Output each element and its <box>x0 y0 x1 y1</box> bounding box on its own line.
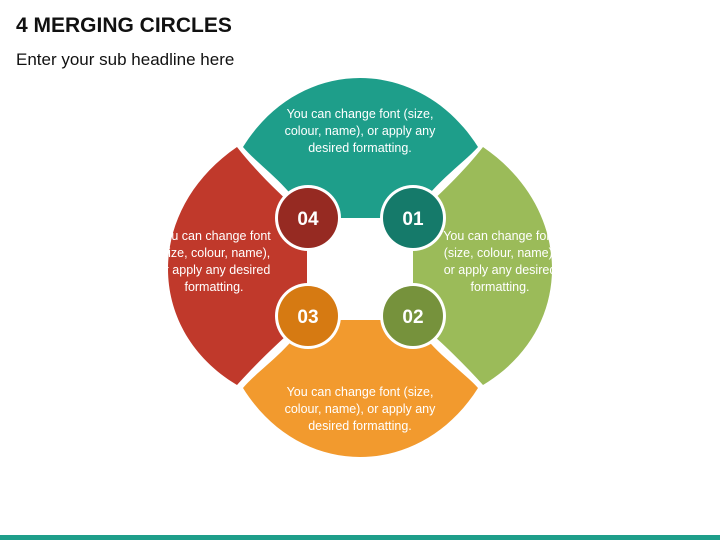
badge-01: 01 <box>380 185 446 251</box>
petal-left-text: You can change font (size, colour, name)… <box>157 229 271 294</box>
petal-bottom <box>243 320 478 457</box>
petal-bottom-text: You can change font (size, colour, name)… <box>284 385 436 433</box>
badge-01-label: 01 <box>402 209 424 230</box>
badge-04: 04 <box>275 185 341 251</box>
badge-03-label: 03 <box>297 307 318 328</box>
petal-right-text: You can change font (size, colour, name)… <box>443 229 557 294</box>
petal-left <box>168 147 307 385</box>
badge-02: 02 <box>380 283 446 349</box>
badge-02-label: 02 <box>402 307 423 328</box>
petal-top <box>243 78 478 218</box>
badge-03: 03 <box>275 283 341 349</box>
badge-04-label: 04 <box>297 209 319 230</box>
petal-right <box>413 147 552 385</box>
page-subtitle: Enter your sub headline here <box>16 50 235 69</box>
petal-top-text: You can change font (size, colour, name)… <box>284 107 436 155</box>
bottom-accent-bar <box>0 535 720 540</box>
page-title: 4 MERGING CIRCLES <box>16 14 232 37</box>
